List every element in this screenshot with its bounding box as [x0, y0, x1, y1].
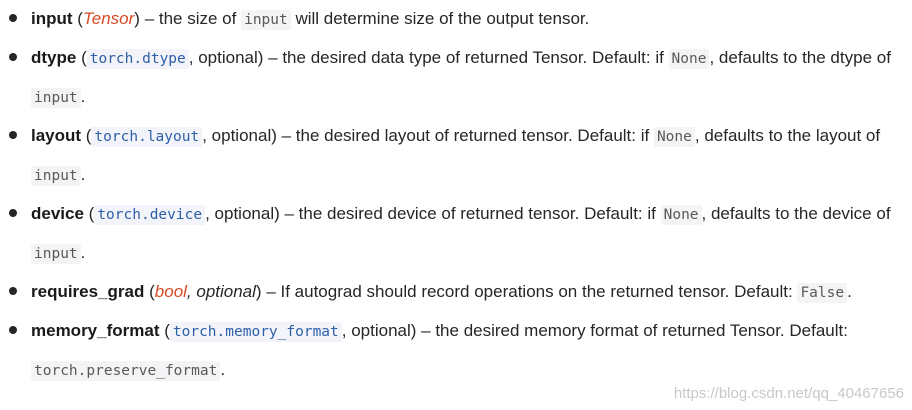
- param-name: dtype: [31, 48, 77, 67]
- period: .: [220, 360, 226, 379]
- period: .: [80, 165, 86, 184]
- code-literal: None: [668, 49, 710, 69]
- paren-open: (: [159, 321, 170, 340]
- optional-label: , optional): [205, 204, 280, 223]
- type-link-memory-format[interactable]: torch.memory_format: [169, 322, 342, 342]
- code-literal: None: [653, 127, 695, 147]
- param-description: – the desired data type of returned Tens…: [263, 48, 669, 67]
- param-description: , defaults to the layout of: [694, 126, 881, 145]
- type-link-bool[interactable]: bool: [154, 282, 187, 301]
- optional-label: , optional: [186, 282, 256, 301]
- param-name: device: [31, 204, 84, 223]
- type-link-tensor[interactable]: Tensor: [82, 9, 135, 28]
- param-description: , defaults to the dtype of: [709, 48, 891, 67]
- param-description: – the desired memory format of returned …: [416, 321, 848, 340]
- code-literal: input: [31, 244, 81, 264]
- code-literal: input: [241, 10, 291, 30]
- paren-open: (: [72, 9, 83, 28]
- code-literal: input: [31, 166, 81, 186]
- param-description: , defaults to the device of: [701, 204, 891, 223]
- paren-open: (: [76, 48, 87, 67]
- code-literal: input: [31, 88, 81, 108]
- param-device: device (torch.device, optional) – the de…: [0, 195, 912, 273]
- paren-open: (: [81, 126, 92, 145]
- param-name: requires_grad: [31, 282, 145, 301]
- param-name: layout: [31, 126, 82, 145]
- type-link-device[interactable]: torch.device: [94, 205, 206, 225]
- parameter-list: input (Tensor) – the size of input will …: [0, 0, 912, 390]
- period: .: [80, 243, 86, 262]
- optional-label: , optional): [202, 126, 277, 145]
- param-description: will determine size of the output tensor…: [290, 9, 590, 28]
- param-dtype: dtype (torch.dtype, optional) – the desi…: [0, 39, 912, 117]
- param-input: input (Tensor) – the size of input will …: [0, 0, 912, 39]
- code-literal: torch.preserve_format: [31, 361, 221, 381]
- type-link-dtype[interactable]: torch.dtype: [86, 49, 189, 69]
- optional-label: , optional): [188, 48, 264, 67]
- param-requires-grad: requires_grad (bool, optional) – If auto…: [0, 273, 912, 312]
- period: .: [847, 282, 852, 301]
- param-description: – the size of: [139, 9, 242, 28]
- paren-close: ): [255, 282, 262, 301]
- param-description: – If autograd should record operations o…: [261, 282, 798, 301]
- param-name: input: [31, 9, 73, 28]
- param-name: memory_format: [31, 321, 160, 340]
- param-description: – the desired device of returned tensor.…: [279, 204, 661, 223]
- paren-open: (: [83, 204, 95, 223]
- paren-close: ): [134, 9, 140, 28]
- code-literal: None: [660, 205, 702, 225]
- param-layout: layout (torch.layout, optional) – the de…: [0, 117, 912, 195]
- optional-label: , optional): [341, 321, 417, 340]
- param-description: – the desired layout of returned tensor.…: [276, 126, 654, 145]
- type-link-layout[interactable]: torch.layout: [91, 127, 203, 147]
- watermark: https://blog.csdn.net/qq_40467656: [673, 385, 904, 402]
- paren-open: (: [144, 282, 155, 301]
- param-memory-format: memory_format (torch.memory_format, opti…: [0, 312, 912, 390]
- period: .: [80, 87, 86, 106]
- code-literal: False: [797, 283, 848, 303]
